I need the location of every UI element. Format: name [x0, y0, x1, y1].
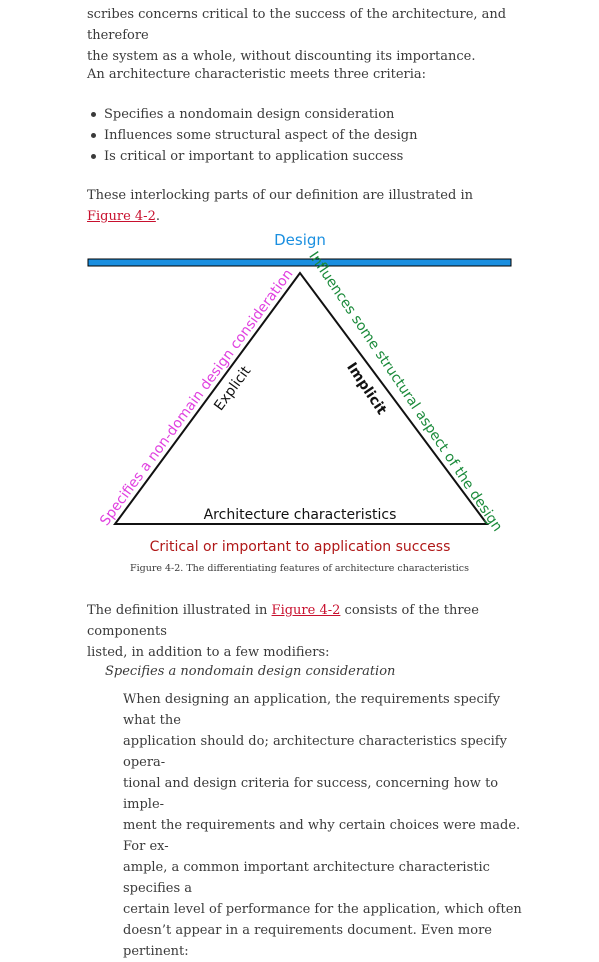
intro-paragraph: scribes concerns critical to the success… — [87, 4, 517, 67]
list-item: Influences some structural aspect of the… — [87, 125, 517, 146]
triangle-diagram: Design Specifies a non-domain design con… — [87, 231, 512, 555]
body-line: ment the requirements and why certain ch… — [123, 818, 521, 854]
definition-text: The definition illustrated in — [87, 603, 272, 618]
design-bar — [87, 258, 512, 267]
base-label: Architecture characteristics — [204, 507, 397, 523]
list-item: Is critical or important to application … — [87, 146, 517, 167]
interlock-period: . — [155, 209, 160, 224]
figure-link[interactable]: Figure 4-2 — [271, 603, 341, 618]
intro-line-2: the system as a whole, without discounti… — [87, 49, 476, 64]
criteria-intro: An architecture characteristic meets thr… — [87, 67, 427, 82]
figure-caption: Figure 4-2. The differentiating features… — [129, 563, 469, 574]
definition-text-end: consists of the three components — [87, 603, 479, 639]
right-side-label: Influences some structural aspect of the… — [305, 249, 505, 535]
body-line: tional and design criteria for success, … — [123, 776, 499, 812]
definition-line-2: listed, in addition to a few modifiers: — [87, 645, 330, 660]
intro-line-1: scribes concerns critical to the success… — [87, 7, 507, 43]
figure-link[interactable]: Figure 4-2 — [87, 209, 156, 224]
criteria-list: Specifies a nondomain design considerati… — [87, 104, 517, 167]
bottom-label: Critical or important to application suc… — [150, 539, 451, 555]
term-body: When designing an application, the requi… — [123, 689, 523, 962]
triangle — [113, 271, 489, 525]
design-label: Design — [274, 231, 326, 249]
body-line: application should do; architecture char… — [123, 734, 507, 770]
body-line: certain level of performance for the app… — [123, 902, 522, 917]
body-line: ample, a common important architecture c… — [123, 860, 490, 896]
interlock-paragraph: These interlocking parts of our definiti… — [87, 185, 517, 227]
figure-4-2: Design Specifies a non-domain design con… — [0, 222, 599, 562]
definition-paragraph: The definition illustrated in Figure 4-2… — [87, 600, 517, 663]
body-line: doesn’t appear in a requirements documen… — [123, 923, 492, 959]
list-item: Specifies a nondomain design considerati… — [87, 104, 517, 125]
body-line: When designing an application, the requi… — [123, 692, 501, 728]
interlock-text: These interlocking parts of our definiti… — [87, 188, 473, 203]
term-heading: Specifies a nondomain design considerati… — [105, 664, 396, 679]
left-side-label: Specifies a non-domain design considerat… — [97, 266, 296, 528]
